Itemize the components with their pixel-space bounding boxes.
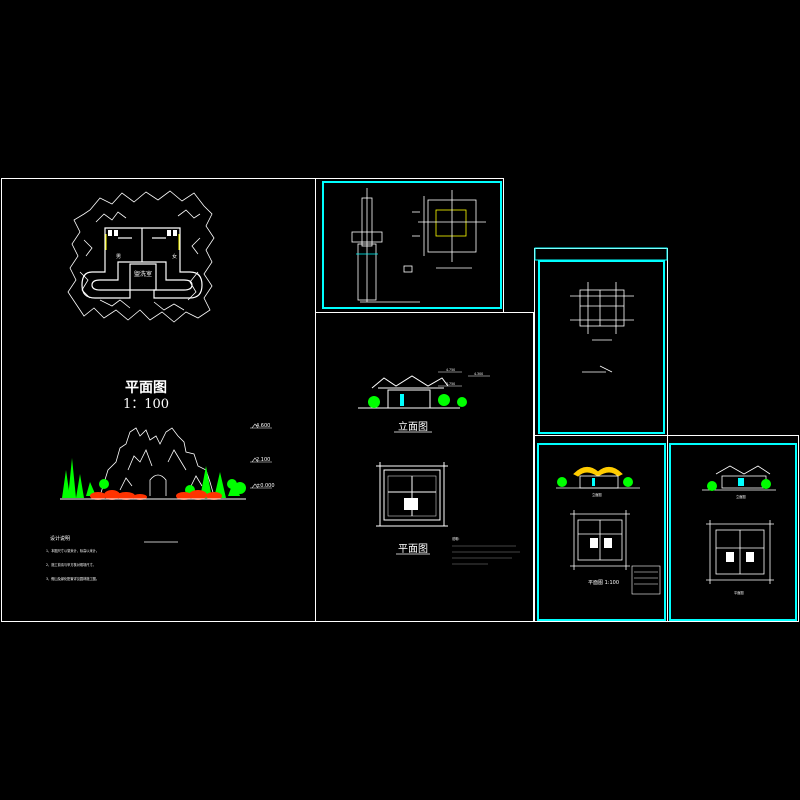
sheet3-notes-title: 说明:	[452, 536, 459, 541]
sheet5-plan	[570, 510, 630, 570]
plan-title: 平面图	[125, 380, 167, 396]
plan-3-title: 平面图	[398, 543, 428, 555]
sheet-5: 立面图 平面图 1:100	[556, 467, 661, 595]
sheet-2-frame	[322, 181, 502, 309]
elevation-3-roof	[358, 375, 460, 409]
plan-3	[376, 462, 448, 527]
plan-fixtures	[108, 230, 177, 236]
sheet-3: 4.750 3.750 4.300 立面图 平面图 说明:	[358, 368, 520, 565]
sheet-6: 立面图 平面图	[702, 465, 776, 595]
rockery-plan	[67, 190, 215, 323]
room-label-center: 盥洗室	[134, 270, 152, 278]
sheet-borders	[1, 178, 799, 622]
sheet6-plants	[707, 478, 771, 491]
elev3-mark-b: 3.750	[446, 382, 455, 386]
room-label-left: 男	[116, 254, 121, 260]
note-line-1: 1、本图尺寸以毫米计，标高以米计。	[46, 548, 99, 553]
elev-mark-top: 4.600	[256, 423, 270, 429]
sheet5-plan-label: 平面图 1:100	[588, 580, 619, 586]
sheet-6-border	[667, 435, 799, 622]
note-line-3: 3、假山及绿化配置详见园林施工图。	[46, 576, 99, 581]
sheet5-elev-label: 立面图	[592, 492, 602, 497]
sheet-4-frame	[538, 260, 665, 434]
sheet6-elev-label: 立面图	[736, 494, 746, 499]
elevation-plants	[62, 458, 246, 498]
sheet5-plants	[557, 477, 633, 487]
plan-doors	[105, 234, 180, 250]
elevation-flowers	[90, 490, 222, 500]
sheet-4-top-strip	[534, 247, 668, 261]
sheet-2	[351, 188, 486, 303]
cyan-frames	[322, 181, 797, 621]
elevation-3-plants	[368, 394, 467, 408]
rockery-elevation	[99, 427, 215, 497]
elev-mark-ground: ±0.000	[256, 483, 275, 489]
elev3-mark-a: 4.750	[446, 368, 455, 372]
sheet-3-border	[315, 312, 534, 622]
sheet-6-frame	[669, 443, 797, 621]
sheet5-notes-box	[631, 565, 661, 595]
sheet6-plan	[706, 520, 774, 584]
elevation-3-marks	[438, 371, 490, 387]
note-line-2: 2、施工前请与甲方核对现场尺寸。	[46, 562, 96, 567]
elev3-mark-c: 4.300	[474, 372, 483, 376]
sheet-1: 盥洗室 男 女 平面图 1：100	[46, 190, 275, 581]
plan-scale: 1：100	[123, 397, 169, 412]
toilet-plan	[81, 227, 203, 299]
elevation-3-title: 立面图	[398, 420, 428, 433]
room-label-right: 女	[172, 253, 177, 260]
sheet3-note-lines	[452, 545, 520, 565]
sheet5-elev-body	[556, 475, 640, 489]
elevation-marks	[250, 423, 272, 489]
sheet6-plan-label: 平面图	[734, 591, 744, 595]
sheet-4	[570, 282, 634, 373]
notes-title: 设计说明	[50, 535, 70, 542]
sheet-5-frame	[537, 443, 666, 621]
elev-mark-mid: 2.100	[256, 457, 270, 463]
